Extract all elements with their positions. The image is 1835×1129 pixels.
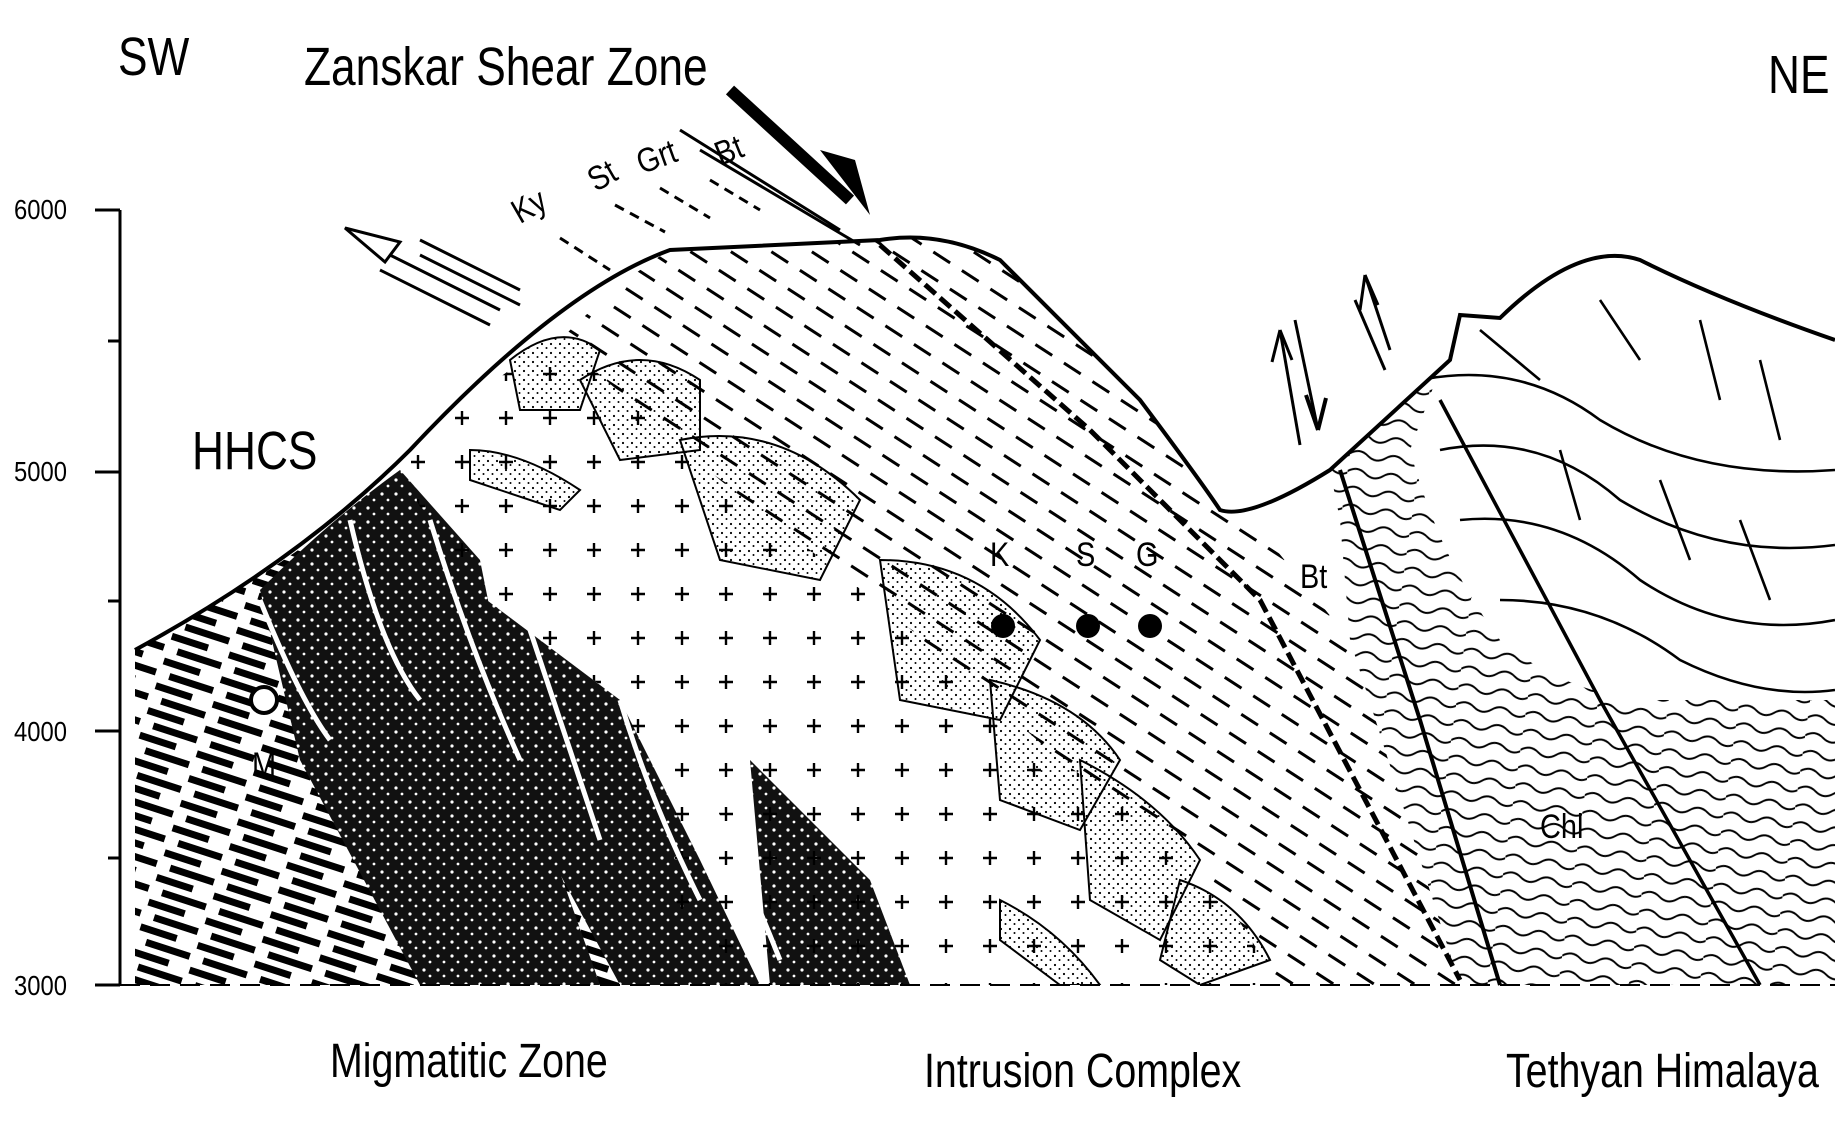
- normal-fault-arrows: [1272, 275, 1390, 445]
- title-zanskar-shear-zone: Zanskar Shear Zone: [304, 40, 708, 94]
- sample-point-m: [251, 687, 277, 713]
- shear-arrow-top: [680, 90, 870, 245]
- y-axis: [95, 210, 120, 985]
- sample-point-k: [991, 614, 1015, 638]
- sample-label-g: G: [1136, 538, 1158, 572]
- unit-label-chl: Chl: [1540, 810, 1583, 844]
- sample-point-g: [1138, 614, 1162, 638]
- sample-label-s: S: [1076, 538, 1095, 572]
- zone-label-intrusion: Intrusion Complex: [924, 1048, 1241, 1096]
- y-tick-4000: 4000: [14, 718, 67, 746]
- unit-label-m: M: [252, 748, 276, 782]
- orientation-sw: SW: [118, 30, 189, 84]
- y-tick-6000: 6000: [14, 196, 67, 224]
- orientation-ne: NE: [1768, 48, 1830, 102]
- y-tick-3000: 3000: [14, 972, 67, 1000]
- shear-arrow-left: [345, 228, 520, 325]
- y-tick-5000: 5000: [14, 458, 67, 486]
- sample-label-k: K: [990, 538, 1009, 572]
- unit-label-bt: Bt: [1300, 560, 1327, 594]
- sample-point-s: [1076, 614, 1100, 638]
- unit-label-hhcs: HHCS: [192, 424, 317, 478]
- zone-label-migmatitic: Migmatitic Zone: [330, 1038, 608, 1086]
- zone-label-tethyan: Tethyan Himalaya: [1506, 1048, 1819, 1096]
